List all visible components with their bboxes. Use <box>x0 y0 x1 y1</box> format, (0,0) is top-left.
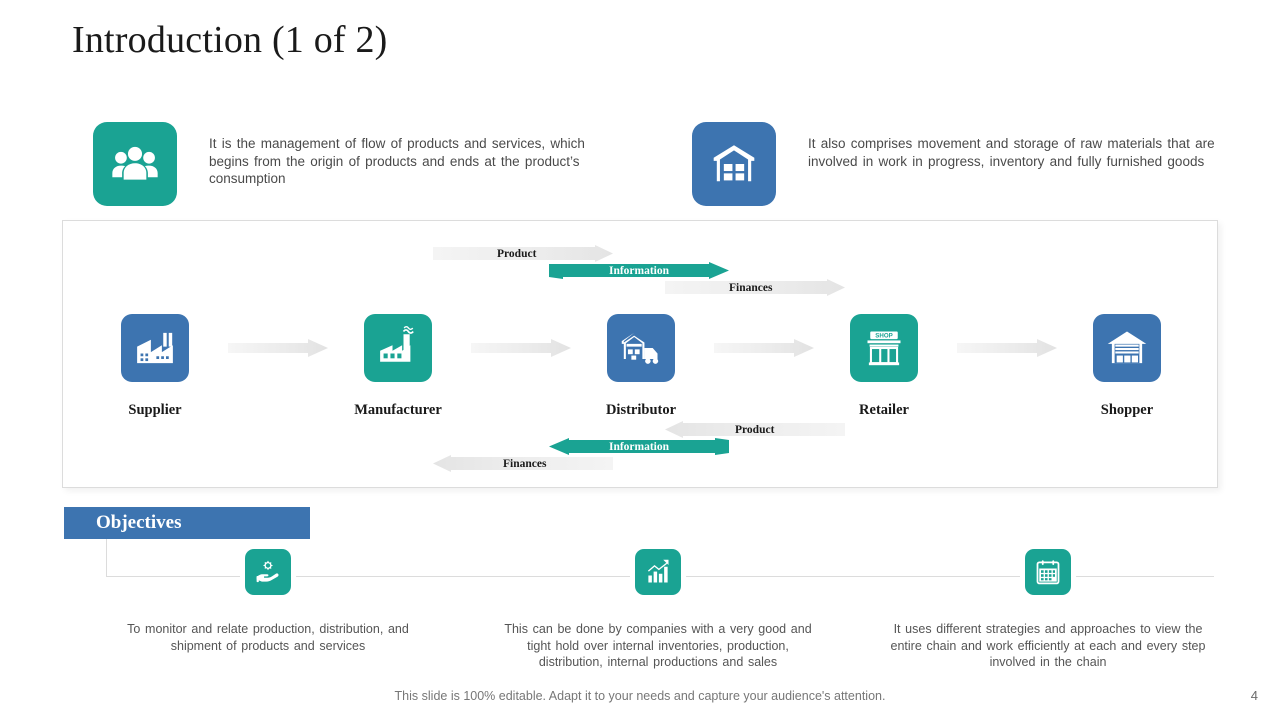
objectives-heading: Objectives <box>96 512 182 533</box>
arrow-shaft <box>549 438 729 455</box>
flow-label: Product <box>497 247 537 260</box>
factory-smoke-icon <box>364 314 432 382</box>
arrow-shaft <box>549 262 729 279</box>
warehouse-truck-icon <box>607 314 675 382</box>
chain-node-label: Distributor <box>605 402 677 418</box>
warehouse-garage-icon <box>1093 314 1161 382</box>
calendar-icon <box>1025 549 1071 595</box>
chain-node-label: Manufacturer <box>354 402 442 418</box>
footer-note: This slide is 100% editable. Adapt it to… <box>394 689 886 703</box>
flow-label: Finances <box>729 281 773 294</box>
page-title: Introduction (1 of 2) <box>72 19 388 61</box>
flow-label: Finances <box>503 457 547 470</box>
chain-node-label: Supplier <box>128 402 182 418</box>
chain-connector-arrow-1 <box>228 339 328 357</box>
page-number: 4 <box>1250 688 1258 703</box>
factory-icon <box>121 314 189 382</box>
bar-chart-icon <box>635 549 681 595</box>
chain-connector-arrow-2 <box>471 339 571 357</box>
chain-node-label: Shopper <box>1100 402 1154 418</box>
chain-node-distributor[interactable]: Distributor <box>581 314 701 419</box>
supply-chain-diagram: Product Information Finances <box>62 220 1218 488</box>
intro-card-storage: It also comprises movement and storage o… <box>692 122 1222 206</box>
objective-text: This can be done by companies with a ver… <box>504 622 812 669</box>
flow-arrow-finances-bottom: Finances <box>433 455 613 472</box>
chain-node-retailer[interactable]: SHOP Retailer <box>824 314 944 419</box>
intro-card-text: It is the management of flow of products… <box>209 136 585 186</box>
objectives-banner: Objectives <box>64 507 310 539</box>
arrow-shaft <box>665 421 845 438</box>
flow-arrow-information-top: Information <box>549 262 729 279</box>
objective-text: To monitor and relate production, distri… <box>127 622 409 653</box>
chain-node-label: Retailer <box>859 402 909 418</box>
flow-arrow-finances-top: Finances <box>665 279 845 296</box>
gear-in-hand-icon <box>245 549 291 595</box>
chain-node-supplier[interactable]: Supplier <box>95 314 215 419</box>
arrow-shaft <box>433 455 613 472</box>
objective-item-3: It uses different strategies and approac… <box>888 549 1208 671</box>
flow-arrow-product-bottom: Product <box>665 421 845 438</box>
arrow-shaft <box>433 245 613 262</box>
chain-node-manufacturer[interactable]: Manufacturer <box>338 314 458 419</box>
arrow-shaft <box>665 279 845 296</box>
objective-text: It uses different strategies and approac… <box>890 622 1206 669</box>
chain-connector-arrow-3 <box>714 339 814 357</box>
objective-item-1: To monitor and relate production, distri… <box>108 549 428 654</box>
svg-text:SHOP: SHOP <box>875 333 893 340</box>
intro-card-text: It also comprises movement and storage o… <box>808 136 1215 169</box>
chain-node-shopper[interactable]: Shopper <box>1067 314 1187 419</box>
shop-storefront-icon: SHOP <box>850 314 918 382</box>
flow-label: Information <box>608 264 670 277</box>
people-group-icon <box>93 122 177 206</box>
chain-connector-arrow-4 <box>957 339 1057 357</box>
intro-card-management: It is the management of flow of products… <box>93 122 613 206</box>
flow-arrow-product-top: Product <box>433 245 613 262</box>
flow-arrow-information-bottom: Information <box>549 438 729 455</box>
warehouse-icon <box>692 122 776 206</box>
flow-label: Information <box>608 440 670 453</box>
flow-label: Product <box>735 423 775 436</box>
objective-item-2: This can be done by companies with a ver… <box>498 549 818 671</box>
